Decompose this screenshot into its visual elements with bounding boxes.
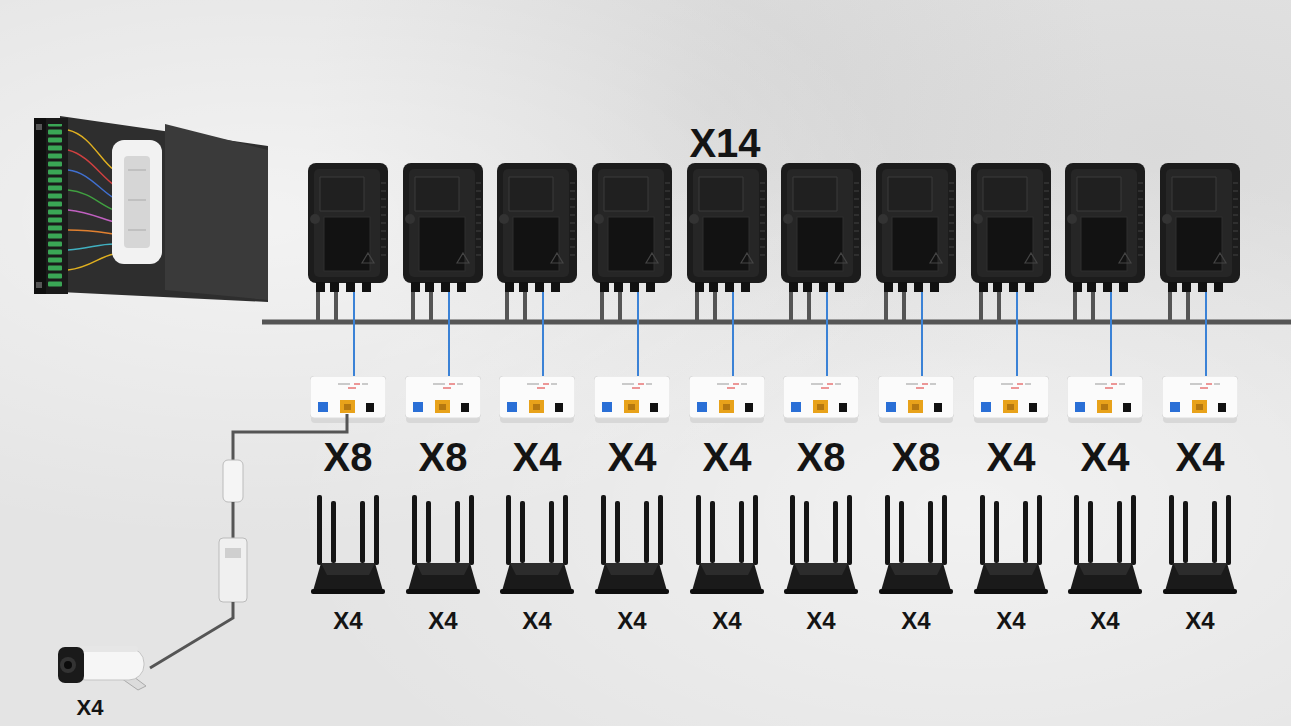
quantity-label: X4 (617, 609, 646, 633)
patch-panel (34, 116, 268, 302)
quantity-label: X4 (608, 437, 657, 477)
column (592, 163, 672, 594)
quantity-label: X4 (712, 609, 741, 633)
quantity-label: X4 (703, 437, 752, 477)
quantity-label: X4 (806, 609, 835, 633)
quantity-label: X8 (419, 437, 468, 477)
trunk-cable (262, 320, 1291, 325)
quantity-label: X8 (892, 437, 941, 477)
column (687, 163, 767, 594)
quantity-label: X4 (77, 697, 104, 719)
quantity-label: X14 (689, 123, 760, 163)
column (497, 163, 577, 594)
column (876, 163, 956, 594)
quantity-label: X4 (996, 609, 1025, 633)
column (1065, 163, 1145, 594)
quantity-label: X4 (522, 609, 551, 633)
quantity-label: X4 (1185, 609, 1214, 633)
quantity-label: X4 (1081, 437, 1130, 477)
quantity-label: X4 (1176, 437, 1225, 477)
column (1160, 163, 1240, 594)
column (308, 163, 388, 594)
quantity-label: X4 (901, 609, 930, 633)
quantity-label: X4 (428, 609, 457, 633)
quantity-label: X4 (987, 437, 1036, 477)
poe-camera (58, 414, 347, 690)
quantity-label: X4 (1090, 609, 1119, 633)
column (781, 163, 861, 594)
quantity-label: X8 (797, 437, 846, 477)
quantity-label: X4 (513, 437, 562, 477)
column (403, 163, 483, 594)
column (971, 163, 1051, 594)
quantity-label: X4 (333, 609, 362, 633)
quantity-label: X8 (324, 437, 373, 477)
